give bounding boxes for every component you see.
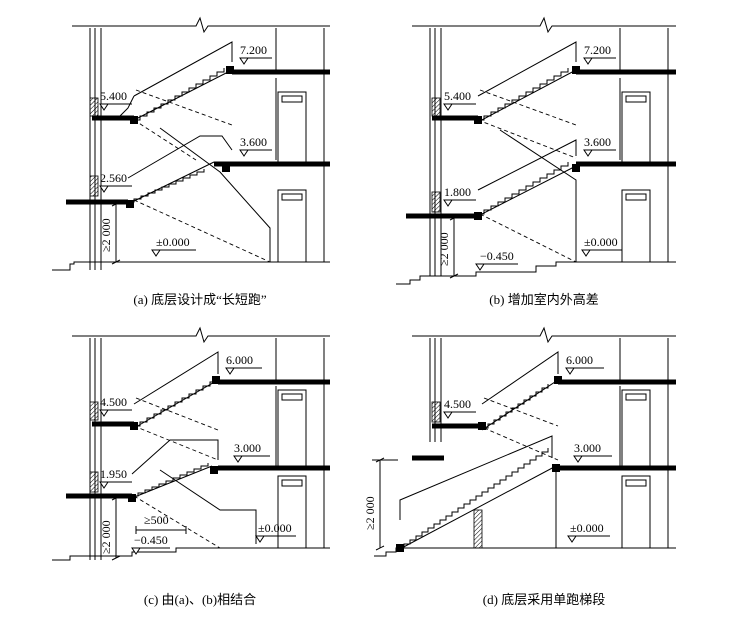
level-c-3: 3.000 bbox=[234, 441, 261, 455]
level-b-4: 1.800 bbox=[444, 185, 471, 199]
dimension-a: ≥2 000 bbox=[99, 218, 113, 252]
caption-c: (c) 由(a)、(b)相结合 bbox=[144, 592, 256, 607]
dimension-b: ≥2 000 bbox=[437, 232, 451, 266]
level-b-5: ±0.000 bbox=[584, 235, 618, 249]
panel-c bbox=[52, 326, 330, 561]
panel-d bbox=[372, 326, 676, 557]
level-b-2: 5.400 bbox=[444, 89, 471, 103]
level-b-6: −0.450 bbox=[480, 249, 514, 263]
level-b-1: 7.200 bbox=[584, 43, 611, 57]
level-c-4: 1.950 bbox=[100, 467, 127, 481]
dimension-c: ≥2 000 bbox=[99, 520, 113, 554]
panel-a bbox=[52, 16, 330, 271]
level-a-3: 3.600 bbox=[240, 135, 267, 149]
level-c-5: ±0.000 bbox=[258, 521, 292, 535]
level-a-5: ±0.000 bbox=[156, 235, 190, 249]
level-c-2: 4.500 bbox=[100, 395, 127, 409]
caption-a: (a) 底层设计成“长短跑” bbox=[133, 292, 266, 307]
dimension-d: ≥2 000 bbox=[363, 496, 377, 530]
caption-d: (d) 底层采用单跑梯段 bbox=[483, 592, 605, 607]
level-c-6: −0.450 bbox=[134, 533, 168, 547]
level-d-2: 4.500 bbox=[444, 397, 471, 411]
level-a-4: 2.560 bbox=[100, 171, 127, 185]
level-c-1: 6.000 bbox=[226, 353, 253, 367]
panel-b bbox=[396, 16, 676, 285]
caption-b: (b) 增加室内外高差 bbox=[489, 292, 598, 307]
level-b-3: 3.600 bbox=[584, 135, 611, 149]
level-d-1: 6.000 bbox=[566, 353, 593, 367]
level-d-4: ±0.000 bbox=[570, 521, 604, 535]
level-a-1: 7.200 bbox=[240, 43, 267, 57]
step-width-c: ≥500 bbox=[144, 513, 169, 527]
level-a-2: 5.400 bbox=[100, 89, 127, 103]
level-d-3: 3.000 bbox=[574, 441, 601, 455]
